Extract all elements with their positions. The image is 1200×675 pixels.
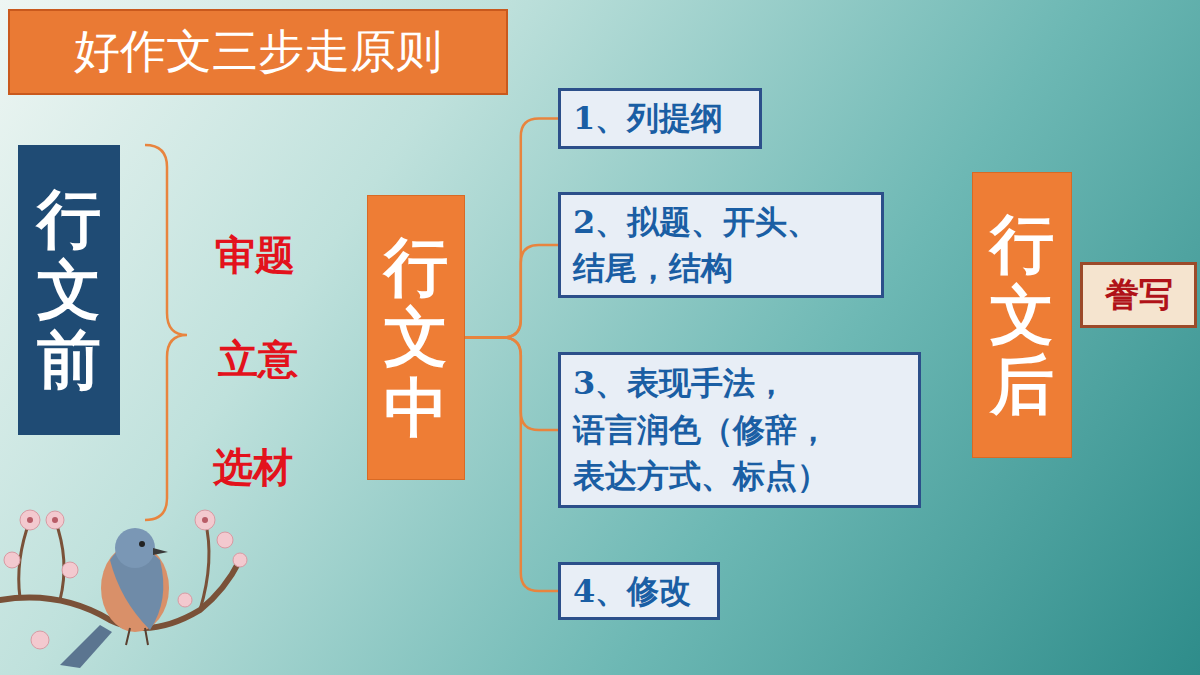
step-box: 2、拟题、开头、 结尾，结构: [558, 192, 884, 298]
step-label: 审题: [215, 228, 295, 283]
title-box: 好作文三步走原则: [8, 9, 508, 95]
node-text: 3、表现手法， 语言润色（修辞， 表达方式、标点）: [573, 360, 906, 499]
node-text: 2、拟题、开头、 结尾，结构: [573, 199, 869, 292]
brace-connector: [465, 338, 558, 431]
step-label: 选材: [213, 440, 293, 495]
node-text: 行文前: [37, 184, 101, 395]
brace-connector: [465, 338, 558, 592]
step-box: 1、列提纲: [558, 88, 762, 149]
brace-connector: [465, 119, 558, 338]
stage-box: 行文前: [18, 145, 120, 435]
step-label: 立意: [218, 332, 298, 387]
node-text: 4、修改: [573, 568, 691, 614]
seal-box: 誊写: [1080, 262, 1197, 328]
title-text: 好作文三步走原则: [60, 21, 456, 83]
step-box: 4、修改: [558, 562, 720, 620]
step-box: 3、表现手法， 语言润色（修辞， 表达方式、标点）: [558, 352, 921, 508]
node-text: 行文后: [990, 209, 1054, 420]
bird-branch-illustration: [0, 510, 247, 668]
stage-box: 行文中: [367, 195, 465, 480]
node-text: 誊写: [1105, 272, 1173, 318]
brace: [145, 145, 187, 520]
node-text: 1、列提纲: [573, 95, 723, 141]
stage-box: 行文后: [972, 172, 1072, 458]
brace-connector: [465, 245, 558, 338]
node-text: 行文中: [384, 232, 448, 443]
